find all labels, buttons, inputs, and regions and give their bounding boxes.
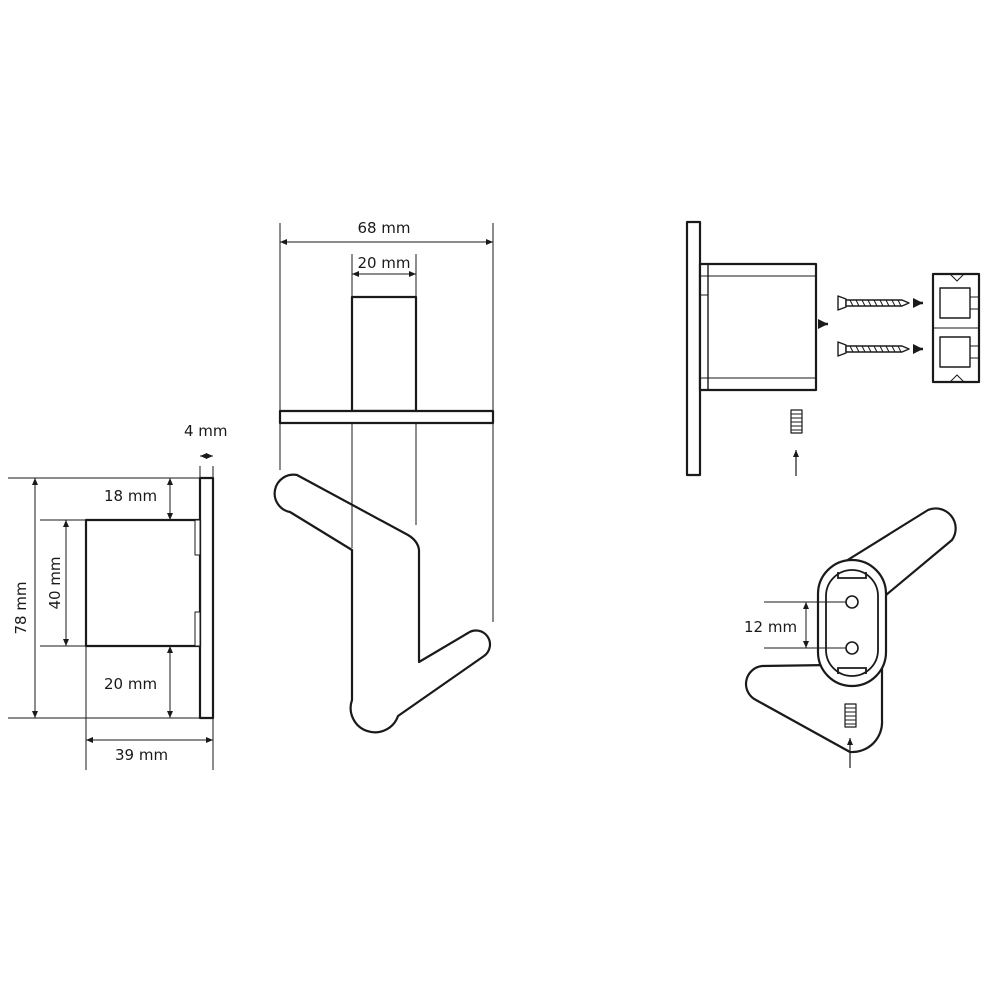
dim-top-offset: 18 mm bbox=[104, 487, 157, 505]
set-screw-install bbox=[790, 409, 803, 434]
install-mount-block bbox=[698, 262, 818, 392]
screw-top bbox=[837, 295, 910, 311]
side-mount-block bbox=[84, 518, 202, 648]
installation-view bbox=[685, 220, 981, 477]
dim-bottom-offset: 20 mm bbox=[104, 675, 157, 693]
front-mount-block bbox=[350, 295, 418, 413]
mount-hole-bottom bbox=[845, 641, 859, 655]
front-wall-plate bbox=[278, 409, 495, 425]
side-flange-bottom bbox=[194, 611, 201, 647]
dim-hole-spacing: 12 mm bbox=[744, 618, 797, 636]
back-base-inner bbox=[825, 569, 879, 677]
dim-total-height: 78 mm bbox=[12, 581, 30, 634]
set-screw-back bbox=[844, 703, 857, 728]
dim-total-width: 68 mm bbox=[357, 219, 410, 237]
side-view: 4 mm 78 mm 40 mm 18 mm 20 mm 39 mm bbox=[8, 422, 228, 770]
dim-block-height: 40 mm bbox=[46, 556, 64, 609]
dim-plate-thickness: 4 mm bbox=[184, 422, 228, 440]
side-flange-top bbox=[194, 519, 201, 556]
wall-anchor bbox=[931, 272, 981, 384]
dim-mount-width: 20 mm bbox=[357, 254, 410, 272]
back-view: 12 mm bbox=[744, 507, 957, 768]
front-view: 68 mm 20 mm bbox=[273, 219, 495, 734]
dim-depth: 39 mm bbox=[115, 746, 168, 764]
front-hook-arm bbox=[273, 473, 492, 734]
install-wall-plate bbox=[685, 220, 702, 477]
screw-bottom bbox=[837, 341, 910, 357]
side-wall-plate bbox=[198, 476, 215, 720]
mount-hole-top bbox=[845, 595, 859, 609]
